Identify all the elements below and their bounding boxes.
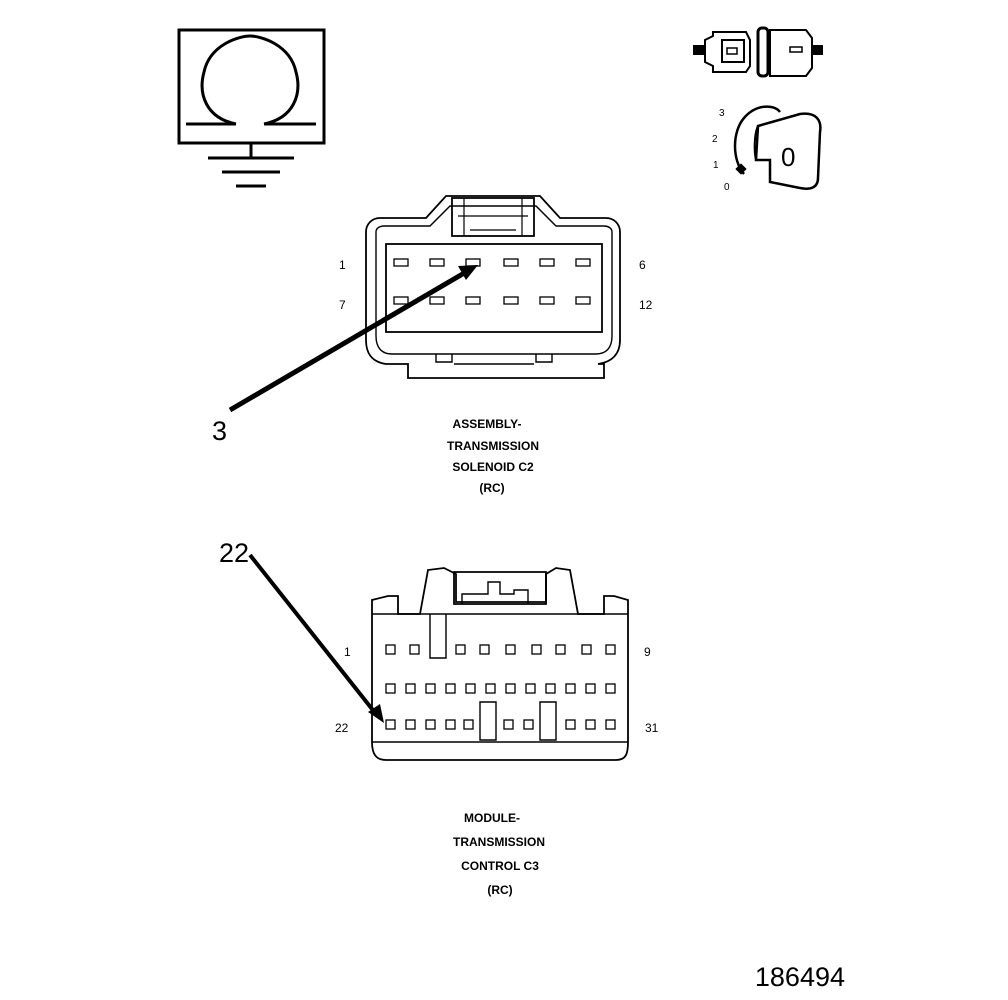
callout-3: 3 (212, 265, 478, 446)
callout-3-label: 3 (212, 416, 227, 446)
test-probe-icon (693, 26, 823, 78)
c3-pin-cavity (585, 719, 596, 730)
c3-pin-cavity (445, 719, 456, 730)
c2-caption-line-3: SOLENOID C2 (452, 460, 534, 474)
c3-pin-1-label: 1 (344, 645, 351, 659)
c3-pin-cavity (485, 683, 496, 694)
c2-pin-cavity (575, 296, 591, 305)
c2-pin-cavity (503, 296, 519, 305)
callout-22-label: 22 (219, 538, 249, 568)
connector-c3-pin-cavities (385, 644, 616, 730)
c3-pin-cavity (409, 644, 420, 655)
c3-pin-cavity (505, 644, 516, 655)
ignition-position-1: 1 (713, 160, 719, 171)
c3-pin-cavity (385, 644, 396, 655)
c2-caption-line-2: TRANSMISSION (447, 439, 539, 453)
c2-pin-1-label: 1 (339, 258, 346, 272)
c2-pin-cavity (429, 258, 445, 267)
c3-pin-cavity (385, 719, 396, 730)
ignition-position-3: 3 (719, 108, 725, 119)
connector-c2: 1 6 7 12 (339, 195, 653, 379)
c3-pin-cavity (445, 683, 456, 694)
c3-pin-cavity (455, 644, 466, 655)
ohmmeter-to-ground-icon (177, 28, 326, 188)
callout-22: 22 (219, 538, 384, 723)
c3-pin-cavity (565, 683, 576, 694)
c3-pin-cavity (479, 644, 490, 655)
c3-pin-cavity (385, 683, 396, 694)
c2-pin-6-label: 6 (639, 258, 646, 272)
c3-pin-cavity (581, 644, 592, 655)
ignition-position-0: 0 (724, 182, 730, 193)
c3-pin-cavity (465, 683, 476, 694)
c3-pin-cavity (605, 644, 616, 655)
c2-pin-cavity (465, 258, 481, 267)
c3-pin-cavity (565, 719, 576, 730)
c2-pin-cavity (539, 296, 555, 305)
c3-pin-9-label: 9 (644, 645, 651, 659)
c3-pin-cavity (525, 683, 536, 694)
c3-pin-cavity (425, 719, 436, 730)
c3-pin-cavity (585, 683, 596, 694)
c3-pin-cavity (545, 683, 556, 694)
c3-pin-cavity (425, 683, 436, 694)
c3-pin-cavity (555, 644, 566, 655)
c3-pin-cavity (605, 719, 616, 730)
c2-pin-cavity (393, 296, 409, 305)
c2-pin-cavity (539, 258, 555, 267)
c2-caption-line-4: (RC) (479, 481, 504, 495)
figure-number: 186494 (755, 962, 845, 992)
c2-pin-cavity (465, 296, 481, 305)
c3-pin-cavity (505, 683, 516, 694)
ignition-position-2: 2 (712, 134, 718, 145)
c3-pin-cavity (405, 683, 416, 694)
c3-pin-cavity (463, 719, 474, 730)
c3-caption-line-1: MODULE- (464, 811, 520, 825)
c3-caption-line-3: CONTROL C3 (461, 859, 539, 873)
c3-caption-line-4: (RC) (487, 883, 512, 897)
ignition-key-label: 0 (781, 142, 795, 172)
c2-pin-cavity (503, 258, 519, 267)
c2-pin-7-label: 7 (339, 298, 346, 312)
c2-caption-line-1: ASSEMBLY- (453, 417, 522, 431)
connector-c3-caption: MODULE- TRANSMISSION CONTROL C3 (RC) (453, 811, 545, 897)
c3-pin-22-label: 22 (335, 721, 349, 735)
c2-pin-cavity (429, 296, 445, 305)
c3-pin-cavity (523, 719, 534, 730)
c2-pin-cavity (393, 258, 409, 267)
c2-pin-cavity (575, 258, 591, 267)
c3-pin-31-label: 31 (645, 721, 659, 735)
c3-pin-cavity (405, 719, 416, 730)
ignition-key-icon: 0 3 2 1 0 (712, 105, 822, 193)
c2-pin-12-label: 12 (639, 298, 653, 312)
c3-pin-cavity (605, 683, 616, 694)
c3-pin-cavity (531, 644, 542, 655)
connector-c3: 1 9 22 31 (335, 567, 659, 761)
c3-pin-cavity (503, 719, 514, 730)
connector-c2-caption: ASSEMBLY- TRANSMISSION SOLENOID C2 (RC) (447, 417, 539, 495)
c3-caption-line-2: TRANSMISSION (453, 835, 545, 849)
